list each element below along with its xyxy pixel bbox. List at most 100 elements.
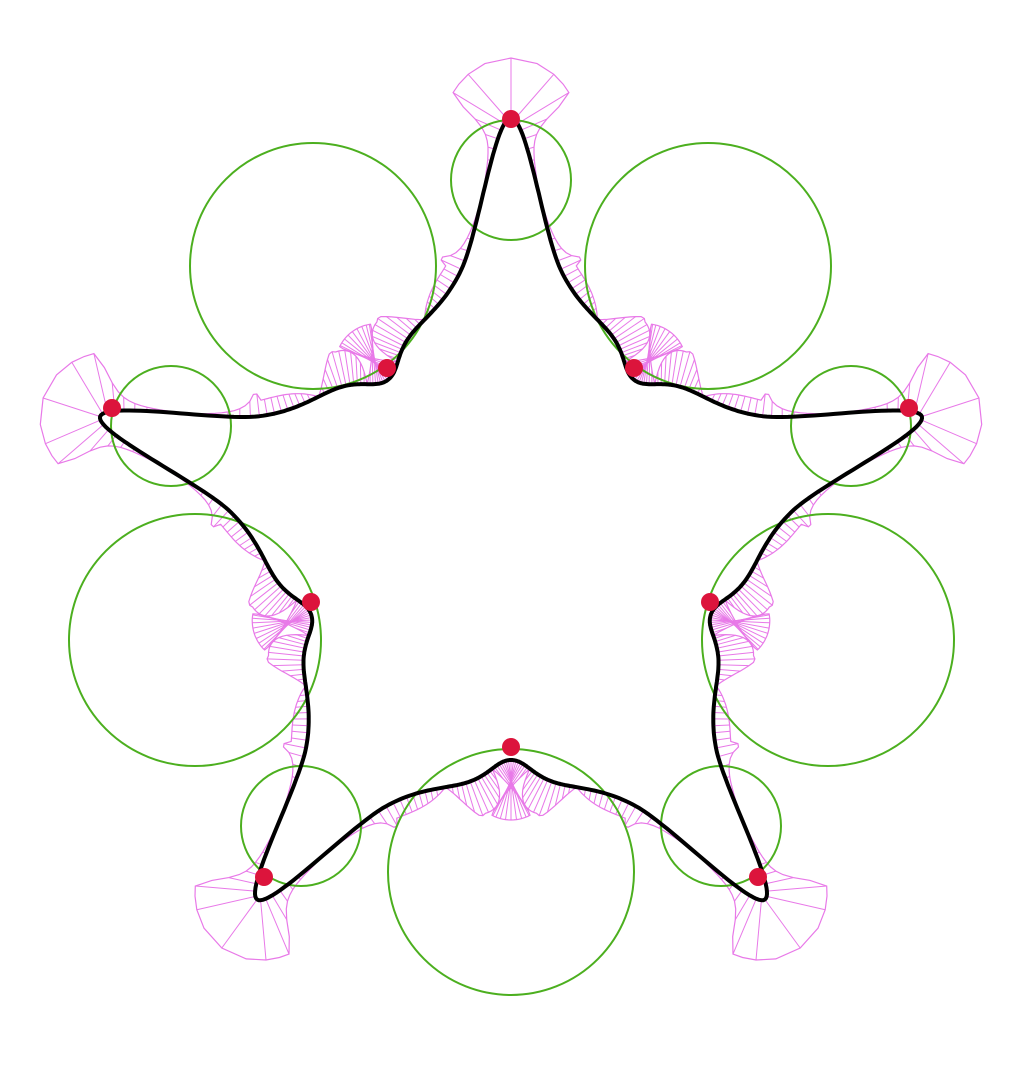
comb-tooth bbox=[613, 318, 645, 340]
comb-tooth bbox=[276, 396, 282, 412]
comb-tooth bbox=[522, 772, 536, 791]
comb-tooth bbox=[714, 607, 761, 648]
comb-tooth bbox=[688, 369, 698, 390]
comb-tooth bbox=[372, 335, 403, 350]
comb-tooth bbox=[45, 419, 101, 445]
comb-tooth bbox=[377, 810, 388, 825]
osculating-circle bbox=[790, 365, 912, 487]
comb-tooth bbox=[737, 588, 764, 615]
comb-tooth bbox=[483, 774, 500, 799]
osculating-circle bbox=[110, 365, 232, 487]
comb-tooth bbox=[605, 318, 617, 329]
comb-tooth bbox=[418, 792, 424, 807]
comb-tooth bbox=[385, 805, 398, 826]
comb-tooth bbox=[764, 899, 801, 949]
comb-tooth bbox=[477, 777, 495, 810]
control-point[interactable] bbox=[701, 593, 719, 611]
comb-tooth bbox=[440, 274, 455, 284]
control-point[interactable] bbox=[103, 399, 121, 417]
control-point[interactable] bbox=[502, 738, 520, 756]
comb-tooth bbox=[480, 775, 498, 805]
comb-tooth bbox=[288, 394, 295, 408]
control-point[interactable] bbox=[900, 399, 918, 417]
comb-tooth bbox=[270, 397, 275, 414]
comb-tooth bbox=[734, 890, 743, 902]
comb-tooth bbox=[473, 779, 489, 813]
comb-tooth bbox=[560, 259, 582, 270]
comb-tooth bbox=[294, 712, 309, 714]
control-point[interactable] bbox=[625, 359, 643, 377]
comb-tooth bbox=[505, 760, 515, 820]
comb-tooth bbox=[718, 664, 750, 667]
control-point[interactable] bbox=[749, 868, 767, 886]
comb-tooth bbox=[249, 582, 279, 606]
comb-tooth bbox=[667, 352, 672, 385]
comb-tooth bbox=[619, 335, 650, 350]
osculating-circle bbox=[701, 513, 955, 767]
comb-tooth bbox=[467, 73, 509, 120]
comb-tooth bbox=[372, 329, 405, 347]
comb-tooth bbox=[256, 393, 260, 417]
control-point[interactable] bbox=[378, 359, 396, 377]
comb-tooth bbox=[258, 588, 285, 615]
osculating-circle bbox=[189, 142, 437, 390]
comb-tooth bbox=[405, 318, 417, 329]
comb-tooth bbox=[486, 772, 500, 791]
comb-tooth bbox=[281, 668, 304, 672]
comb-tooth bbox=[527, 777, 545, 810]
comb-tooth bbox=[598, 792, 604, 807]
comb-tooth bbox=[355, 356, 358, 385]
comb-tooth bbox=[71, 362, 104, 415]
comb-tooth bbox=[322, 378, 330, 392]
comb-tooth bbox=[692, 378, 700, 392]
comb-tooth bbox=[533, 779, 549, 813]
comb-tooth bbox=[715, 743, 738, 749]
comb-tooth bbox=[424, 791, 429, 804]
control-points bbox=[103, 110, 918, 886]
comb-tooth bbox=[517, 92, 570, 125]
comb-tooth bbox=[222, 515, 235, 528]
comb-tooth bbox=[683, 359, 695, 389]
comb-tooth bbox=[235, 531, 249, 542]
control-point[interactable] bbox=[255, 868, 273, 886]
comb-tooth bbox=[271, 593, 290, 616]
comb-tooth bbox=[230, 526, 245, 538]
comb-tooth bbox=[452, 92, 505, 125]
comb-tooth bbox=[582, 295, 594, 305]
comb-tooth bbox=[715, 637, 744, 646]
comb-tooth bbox=[507, 760, 517, 820]
comb-tooth bbox=[461, 783, 468, 806]
comb-tooth bbox=[264, 591, 287, 617]
control-point[interactable] bbox=[302, 593, 320, 611]
comb-tooth bbox=[495, 761, 519, 818]
comb-tooth bbox=[254, 574, 274, 588]
comb-envelope bbox=[39, 57, 983, 961]
comb-tooth bbox=[485, 134, 499, 140]
comb-tooth bbox=[538, 781, 553, 816]
comb-tooth bbox=[782, 521, 796, 533]
control-point[interactable] bbox=[502, 110, 520, 128]
comb-tooth bbox=[291, 730, 309, 734]
comb-tooth bbox=[226, 521, 240, 533]
comb-tooth bbox=[338, 350, 347, 386]
osculating-circle bbox=[450, 119, 572, 241]
comb-tooth bbox=[713, 730, 731, 734]
osculating-circle bbox=[584, 142, 832, 390]
comb-tooth bbox=[377, 318, 409, 340]
comb-tooth bbox=[273, 640, 306, 649]
comb-tooth bbox=[611, 316, 636, 336]
comb-tooth bbox=[727, 394, 734, 408]
comb-tooth bbox=[671, 350, 678, 386]
comb-tooth bbox=[714, 737, 731, 741]
comb-tooth bbox=[290, 673, 305, 677]
comb-tooth bbox=[524, 775, 542, 805]
comb-tooth bbox=[286, 634, 307, 643]
comb-tooth bbox=[465, 782, 476, 813]
comb-tooth bbox=[766, 542, 778, 550]
comb-tooth bbox=[282, 394, 289, 410]
comb-tooth bbox=[769, 537, 783, 546]
comb-tooth bbox=[754, 399, 759, 416]
comb-tooth bbox=[734, 895, 751, 920]
comb-tooth bbox=[711, 611, 766, 639]
comb-tooth bbox=[616, 324, 648, 343]
